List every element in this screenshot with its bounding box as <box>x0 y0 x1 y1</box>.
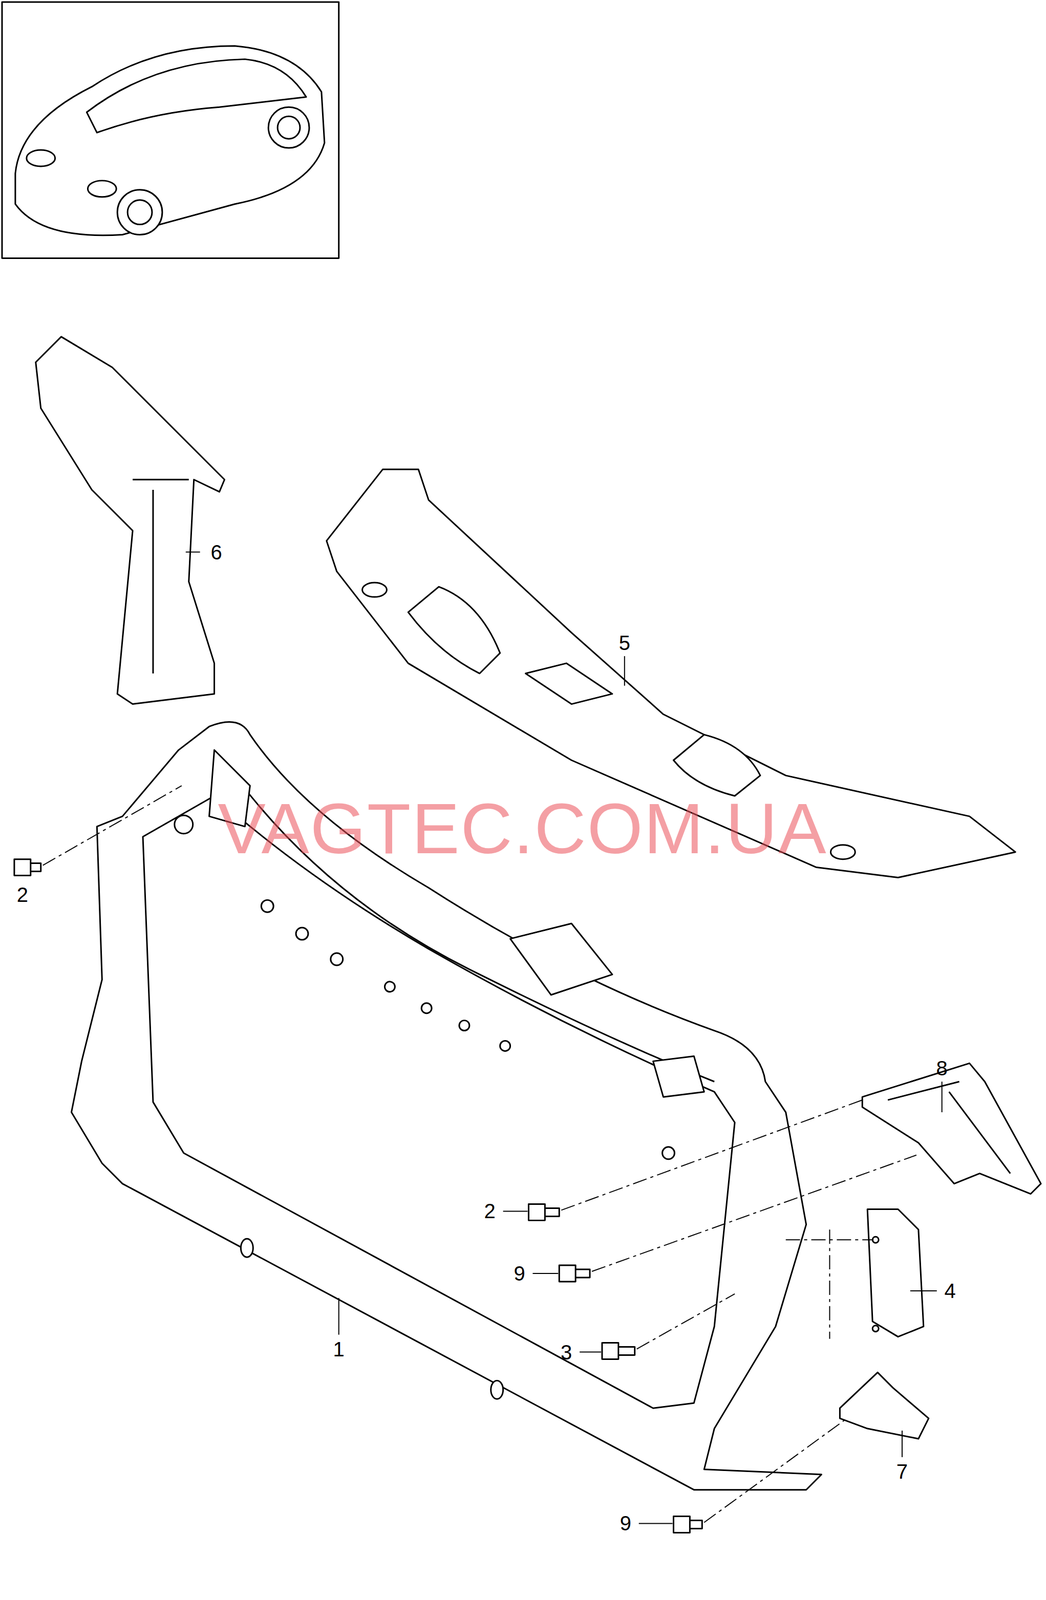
callout-number: 1 <box>333 1339 345 1360</box>
callout-number: 9 <box>513 1263 525 1285</box>
callout-number: 2 <box>16 884 29 906</box>
callout-number: 4 <box>944 1281 956 1302</box>
callout-number: 2 <box>484 1201 496 1222</box>
callout-number: 3 <box>560 1342 572 1363</box>
callout-number: 6 <box>210 542 222 563</box>
watermark: VAGTEC.COM.UA <box>217 793 827 865</box>
callout-number: 8 <box>936 1058 948 1079</box>
callout-number: 7 <box>896 1461 908 1483</box>
callout-number: 5 <box>618 632 631 654</box>
callout-number: 9 <box>620 1513 632 1534</box>
